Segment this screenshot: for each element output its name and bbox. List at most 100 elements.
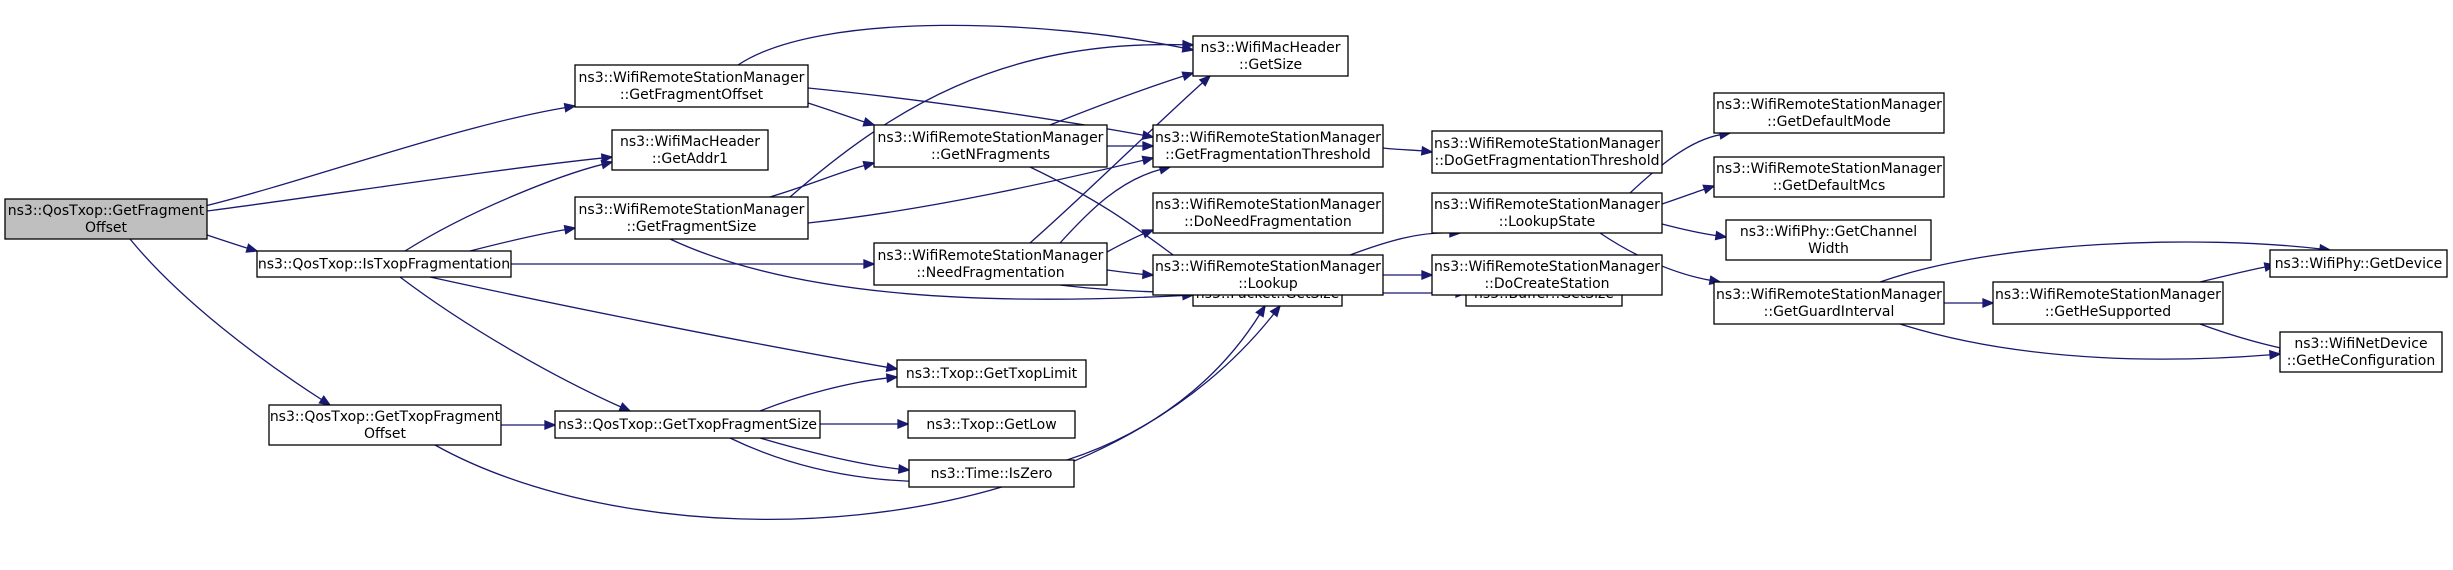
node-label-line: ::GetFragmentationThreshold <box>1165 147 1371 163</box>
edge-line <box>769 164 866 198</box>
node-label-line: ns3::QosTxop::GetFragment <box>8 203 205 219</box>
node-getNFragments[interactable]: ns3::WifiRemoteStationManager::GetNFragm… <box>873 124 1108 168</box>
edge-line <box>1661 223 1718 237</box>
node-label-line: ::LookupState <box>1499 214 1596 230</box>
node-lookup[interactable]: ns3::WifiRemoteStationManager::Lookup <box>1152 254 1384 296</box>
edge-isTxopFragmentation-to-getTxopLimit <box>429 276 899 373</box>
edge-getFragmentationThreshold-to-doGetFragmentationThreshold <box>1382 145 1434 156</box>
node-getFragmentationThreshold[interactable]: ns3::WifiRemoteStationManager::GetFragme… <box>1152 124 1384 168</box>
edge-line <box>1382 147 1424 152</box>
edge-arrowhead <box>245 243 259 253</box>
node-getAddr1[interactable]: ns3::WifiMacHeader::GetAddr1 <box>611 129 769 171</box>
node-label-line: ::Lookup <box>1238 276 1298 292</box>
node-box <box>554 410 821 439</box>
node-getHeSupported[interactable]: ns3::WifiRemoteStationManager::GetHeSupp… <box>1992 281 2224 325</box>
edge-arrowhead <box>1982 298 1995 308</box>
node-box <box>873 242 1108 286</box>
node-box <box>2279 331 2443 373</box>
node-lookupState[interactable]: ns3::WifiRemoteStationManager::LookupSta… <box>1431 192 1663 234</box>
node-doNeedFragmentation[interactable]: ns3::WifiRemoteStationManager::DoNeedFra… <box>1152 192 1384 234</box>
edge-root-to-isTxopFragmentation <box>206 234 259 253</box>
node-label-line: ::DoNeedFragmentation <box>1184 214 1352 230</box>
node-label-line: ns3::WifiNetDevice <box>2294 336 2427 352</box>
edge-arrowhead <box>600 159 614 170</box>
node-isTxopFragmentation[interactable]: ns3::QosTxop::IsTxopFragmentation <box>256 250 512 278</box>
node-doGetFragmentationThreshold[interactable]: ns3::WifiRemoteStationManager::DoGetFrag… <box>1431 130 1663 174</box>
node-getDefaultMode[interactable]: ns3::WifiRemoteStationManager::GetDefaul… <box>1713 92 1945 134</box>
edge-getFragmentOffset-to-getFragmentationThreshold <box>807 87 1155 140</box>
node-label-line: ns3::WifiMacHeader <box>1200 40 1340 56</box>
node-label-line: ::GetHeConfiguration <box>2287 353 2435 369</box>
edge-line <box>1349 232 1452 256</box>
edge-arrowhead <box>1702 184 1716 195</box>
edge-line <box>399 276 623 408</box>
node-box <box>1713 156 1945 198</box>
edge-arrowhead <box>862 117 876 127</box>
node-box <box>873 124 1108 168</box>
edge-needFragmentation-to-macHeaderGetSize <box>1029 74 1212 244</box>
edge-getGuardInterval-to-getHeConfiguration <box>1899 323 2282 360</box>
node-box <box>2269 249 2448 278</box>
edge-arrowhead <box>885 362 899 373</box>
node-label-line: ::GetNFragments <box>931 147 1050 163</box>
node-label-line: ns3::WifiRemoteStationManager <box>1995 287 2221 303</box>
edge-arrowhead <box>1255 304 1266 318</box>
edge-line <box>129 238 323 401</box>
node-getDefaultMcs[interactable]: ns3::WifiRemoteStationManager::GetDefaul… <box>1713 156 1945 198</box>
edge-arrowhead <box>1269 304 1282 318</box>
edge-isTxopFragmentation-to-getFragmentSize <box>469 224 577 252</box>
node-box <box>268 404 502 446</box>
node-doCreateStation[interactable]: ns3::WifiRemoteStationManager::DoCreateS… <box>1431 254 1663 296</box>
node-label-line: ns3::QosTxop::IsTxopFragmentation <box>258 257 510 273</box>
edge-arrowhead <box>1141 130 1155 140</box>
node-getFragmentSize[interactable]: ns3::WifiRemoteStationManager::GetFragme… <box>574 196 809 240</box>
node-label-line: ::GetAddr1 <box>652 151 728 167</box>
node-box <box>1152 254 1384 296</box>
edge-arrowhead <box>2268 349 2282 360</box>
node-box <box>574 196 809 240</box>
edge-getGuardInterval-to-getHeSupported <box>1944 298 1995 308</box>
node-getDevice[interactable]: ns3::WifiPhy::GetDevice <box>2269 249 2448 278</box>
edge-line <box>1661 188 1706 205</box>
node-box <box>896 359 1087 388</box>
edge-arrowhead <box>863 259 876 269</box>
node-needFragmentation[interactable]: ns3::WifiRemoteStationManager::NeedFragm… <box>873 242 1108 286</box>
node-box <box>1725 219 1932 261</box>
node-label-line: ns3::WifiRemoteStationManager <box>878 130 1104 146</box>
edge-arrowhead <box>1141 229 1155 239</box>
edge-arrowhead <box>897 463 911 474</box>
node-label-line: ::GetHeSupported <box>2045 304 2171 320</box>
edge-line <box>1106 232 1145 253</box>
edge-arrowhead <box>1181 71 1195 81</box>
edge-getTxopFragmentSize-to-getTxopLimit <box>759 373 899 412</box>
edge-getHeSupported-to-getDevice <box>2199 262 2277 283</box>
node-isZero[interactable]: ns3::Time::IsZero <box>908 459 1075 488</box>
node-root: ns3::QosTxop::GetFragmentOffset <box>4 198 208 240</box>
node-macHeaderGetSize[interactable]: ns3::WifiMacHeader::GetSize <box>1192 35 1349 77</box>
node-getGuardInterval[interactable]: ns3::WifiRemoteStationManager::GetGuardI… <box>1713 281 1945 325</box>
node-box <box>1152 192 1384 234</box>
edge-line <box>404 163 604 252</box>
node-label-line: ns3::WifiPhy::GetDevice <box>2275 256 2443 272</box>
node-label-line: ns3::WifiRemoteStationManager <box>1434 197 1660 213</box>
edge-arrowhead <box>1714 230 1728 241</box>
edge-line <box>807 102 866 123</box>
edge-lookup-to-doCreateStation <box>1382 270 1434 280</box>
node-label-line: ::GetFragmentSize <box>627 219 757 235</box>
edge-isTxopFragmentation-to-getTxopFragmentSize <box>399 276 632 412</box>
edge-root-to-getTxopFragmentOffset <box>129 238 332 406</box>
node-box <box>1713 281 1945 325</box>
edge-line <box>669 238 1185 300</box>
node-getHeConfiguration[interactable]: ns3::WifiNetDevice::GetHeConfiguration <box>2279 331 2443 373</box>
edge-getTxopFragmentSize-to-getLow <box>820 419 910 429</box>
node-label-line: ns3::WifiRemoteStationManager <box>1155 259 1381 275</box>
node-getFragmentOffset[interactable]: ns3::WifiRemoteStationManager::GetFragme… <box>574 64 809 108</box>
edge-arrowhead <box>1141 155 1155 166</box>
node-getLow[interactable]: ns3::Txop::GetLow <box>907 410 1076 439</box>
node-getTxopFragmentSize[interactable]: ns3::QosTxop::GetTxopFragmentSize <box>554 410 821 439</box>
node-getTxopLimit[interactable]: ns3::Txop::GetTxopLimit <box>896 359 1087 388</box>
edge-arrowhead <box>897 419 910 429</box>
